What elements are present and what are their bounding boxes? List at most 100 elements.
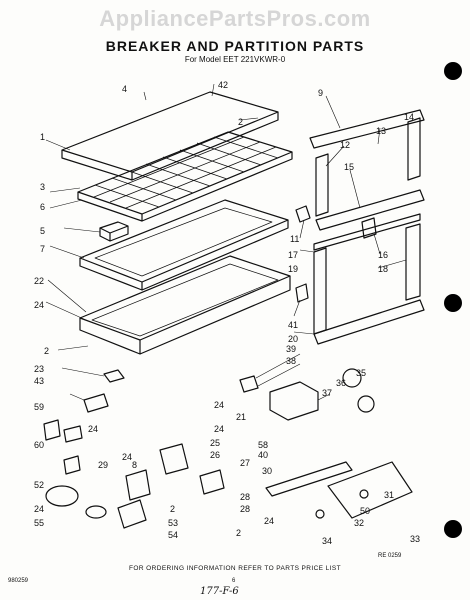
- callout-3: 3: [40, 182, 45, 192]
- callout-13: 13: [376, 126, 386, 136]
- watermark: AppliancePartsPros.com: [99, 6, 371, 31]
- part-52-thermostat: [45, 485, 79, 507]
- callout-38: 38: [286, 356, 296, 366]
- diagram-code: RE 0259: [378, 553, 402, 559]
- callout-28b: 28: [240, 492, 250, 502]
- part-23-clip: [103, 369, 125, 383]
- part-5-block: [99, 221, 129, 242]
- ordering-footer: FOR ORDERING INFORMATION REFER TO PARTS …: [129, 565, 341, 572]
- part-30-light-shield: [265, 461, 353, 497]
- callout-26: 26: [210, 450, 220, 460]
- part-16-bracket: [361, 217, 377, 239]
- callout-55: 55: [34, 518, 44, 528]
- callout-24f: 24: [264, 516, 274, 526]
- callout-53: 53: [168, 518, 178, 528]
- callout-2b: 2: [44, 346, 49, 356]
- callout-5: 5: [40, 226, 45, 236]
- callout-18: 18: [378, 264, 388, 274]
- callout-27: 27: [240, 458, 250, 468]
- punch-hole: [444, 520, 462, 538]
- model-subtitle: For Model EET 221VKWR-0: [184, 55, 286, 64]
- part-60-cover: [63, 425, 83, 443]
- part-35-lens: [342, 368, 362, 388]
- part-26-control: [199, 469, 225, 495]
- callout-33: 33: [410, 534, 420, 544]
- callout-2: 2: [238, 117, 243, 127]
- callout-31: 31: [384, 490, 394, 500]
- callout-24: 24: [34, 300, 44, 310]
- part-14-breaker: [407, 117, 421, 181]
- callout-41: 41: [288, 320, 298, 330]
- callout-29: 29: [98, 460, 108, 470]
- callout-40: 40: [258, 450, 268, 460]
- callout-23: 23: [34, 364, 44, 374]
- callout-11: 11: [290, 234, 299, 244]
- page-title: BREAKER AND PARTITION PARTS: [105, 38, 365, 54]
- part-32-fastener: [315, 509, 325, 519]
- callout-24e: 24: [34, 504, 44, 514]
- punch-hole: [444, 62, 462, 80]
- callout-42: 42: [218, 80, 228, 90]
- callout-24b: 24: [214, 400, 224, 410]
- part-12-breaker: [315, 153, 329, 217]
- part-38-switch: [239, 375, 259, 393]
- callout-14: 14: [404, 112, 414, 122]
- callout-20: 20: [288, 334, 298, 344]
- callout-7: 7: [40, 244, 45, 254]
- callout-4: 4: [122, 84, 127, 94]
- part-15-mullion: [315, 189, 425, 231]
- callout-9: 9: [318, 88, 323, 98]
- part-36-bulb: [357, 395, 375, 413]
- callout-32: 32: [354, 518, 364, 528]
- punch-hole: [444, 294, 462, 312]
- part-37-housing: [269, 381, 319, 421]
- callout-21: 21: [236, 412, 246, 422]
- callout-30: 30: [262, 466, 272, 476]
- document-code: 980259: [8, 578, 29, 584]
- part-31-fastener: [359, 489, 369, 499]
- callout-22: 22: [34, 276, 44, 286]
- callout-39: 39: [286, 344, 296, 354]
- callout-34: 34: [322, 536, 332, 546]
- part-29-bracket: [63, 455, 81, 475]
- callout-16: 16: [378, 250, 388, 260]
- callout-24c: 24: [214, 424, 224, 434]
- callout-43: 43: [34, 376, 44, 386]
- callout-60: 60: [34, 440, 44, 450]
- part-9-trim-strip: [309, 109, 425, 149]
- callout-15: 15: [344, 162, 354, 172]
- callout-59: 59: [34, 402, 44, 412]
- callout-24d: 24: [122, 452, 132, 462]
- callout-2d: 2: [236, 528, 241, 538]
- part-22-bottom-pan: [79, 255, 291, 341]
- callout-19: 19: [288, 264, 298, 274]
- part-55-dial: [85, 505, 107, 519]
- callout-25: 25: [210, 438, 220, 448]
- part-33-shield: [327, 461, 413, 519]
- part-59-switch: [43, 419, 61, 441]
- callout-52: 52: [34, 480, 44, 490]
- callout-labels: 1 2 3 4 5 6 7 8 9 11 12 13 14 15 16 17 1…: [34, 80, 420, 546]
- callout-12: 12: [340, 140, 350, 150]
- part-25-control: [159, 443, 189, 475]
- callout-1: 1: [40, 132, 45, 142]
- part-18-side: [405, 223, 421, 301]
- part-19-partition-frame: [313, 213, 421, 251]
- callout-54: 54: [168, 530, 178, 540]
- callout-58: 58: [258, 440, 268, 450]
- part-43-knob: [83, 393, 109, 413]
- part-53-capacitor: [117, 499, 147, 529]
- callout-8: 8: [132, 460, 137, 470]
- callout-35: 35: [356, 368, 366, 378]
- part-17-hinge: [295, 205, 311, 223]
- callout-50: 50: [360, 506, 370, 516]
- part-41-latch: [295, 283, 309, 303]
- callout-2c: 2: [170, 504, 175, 514]
- callout-36: 36: [336, 378, 346, 388]
- part-8-relay: [125, 469, 151, 501]
- callout-24g: 24: [88, 424, 98, 434]
- page-number: 6: [232, 578, 236, 584]
- callout-28: 28: [240, 504, 250, 514]
